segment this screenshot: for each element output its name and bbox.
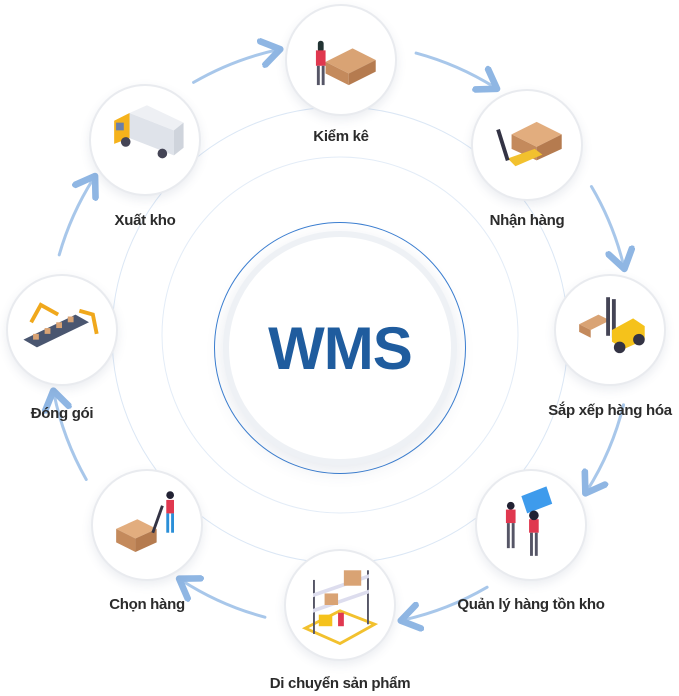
step-label: Quản lý hàng tồn kho (457, 596, 605, 613)
flow-arrow (414, 51, 494, 87)
step-label: Sắp xếp hàng hóa (548, 402, 672, 419)
flow-arrow (192, 50, 278, 84)
step-node (471, 89, 583, 201)
flow-arrow (589, 185, 623, 266)
flow-arrow (587, 403, 626, 491)
step-node (91, 469, 203, 581)
flow-arrow (404, 585, 489, 620)
inventory-management-icon (505, 486, 553, 556)
wms-center-circle: WMS (223, 231, 457, 465)
step-node (6, 274, 118, 386)
flow-arrow (54, 394, 88, 481)
forklift-icon (579, 297, 645, 354)
wms-title: WMS (268, 314, 413, 382)
pallet-jack-receiving-icon (496, 121, 562, 167)
step-node (475, 469, 587, 581)
wms-center-ring: WMS (214, 222, 466, 474)
step-label: Di chuyển sản phẩm (269, 675, 411, 692)
step-label: Chọn hàng (109, 596, 185, 613)
step-label: Nhận hàng (489, 212, 565, 229)
ring-middle (161, 156, 519, 514)
step-label: Xuất kho (114, 212, 176, 229)
step-node (89, 84, 201, 196)
inventory-check-icon (315, 40, 376, 86)
shelving-move-icon (301, 570, 379, 646)
delivery-truck-icon (114, 105, 184, 159)
flow-arrow (57, 179, 93, 257)
picking-pallet-icon (116, 491, 174, 552)
step-node (284, 549, 396, 661)
flow-arrow (182, 580, 267, 619)
packing-robot-conveyor-icon (23, 302, 99, 348)
step-node (554, 274, 666, 386)
step-label: Kiểm kê (313, 128, 369, 145)
step-label: Đóng gói (30, 405, 94, 422)
step-node (285, 4, 397, 116)
